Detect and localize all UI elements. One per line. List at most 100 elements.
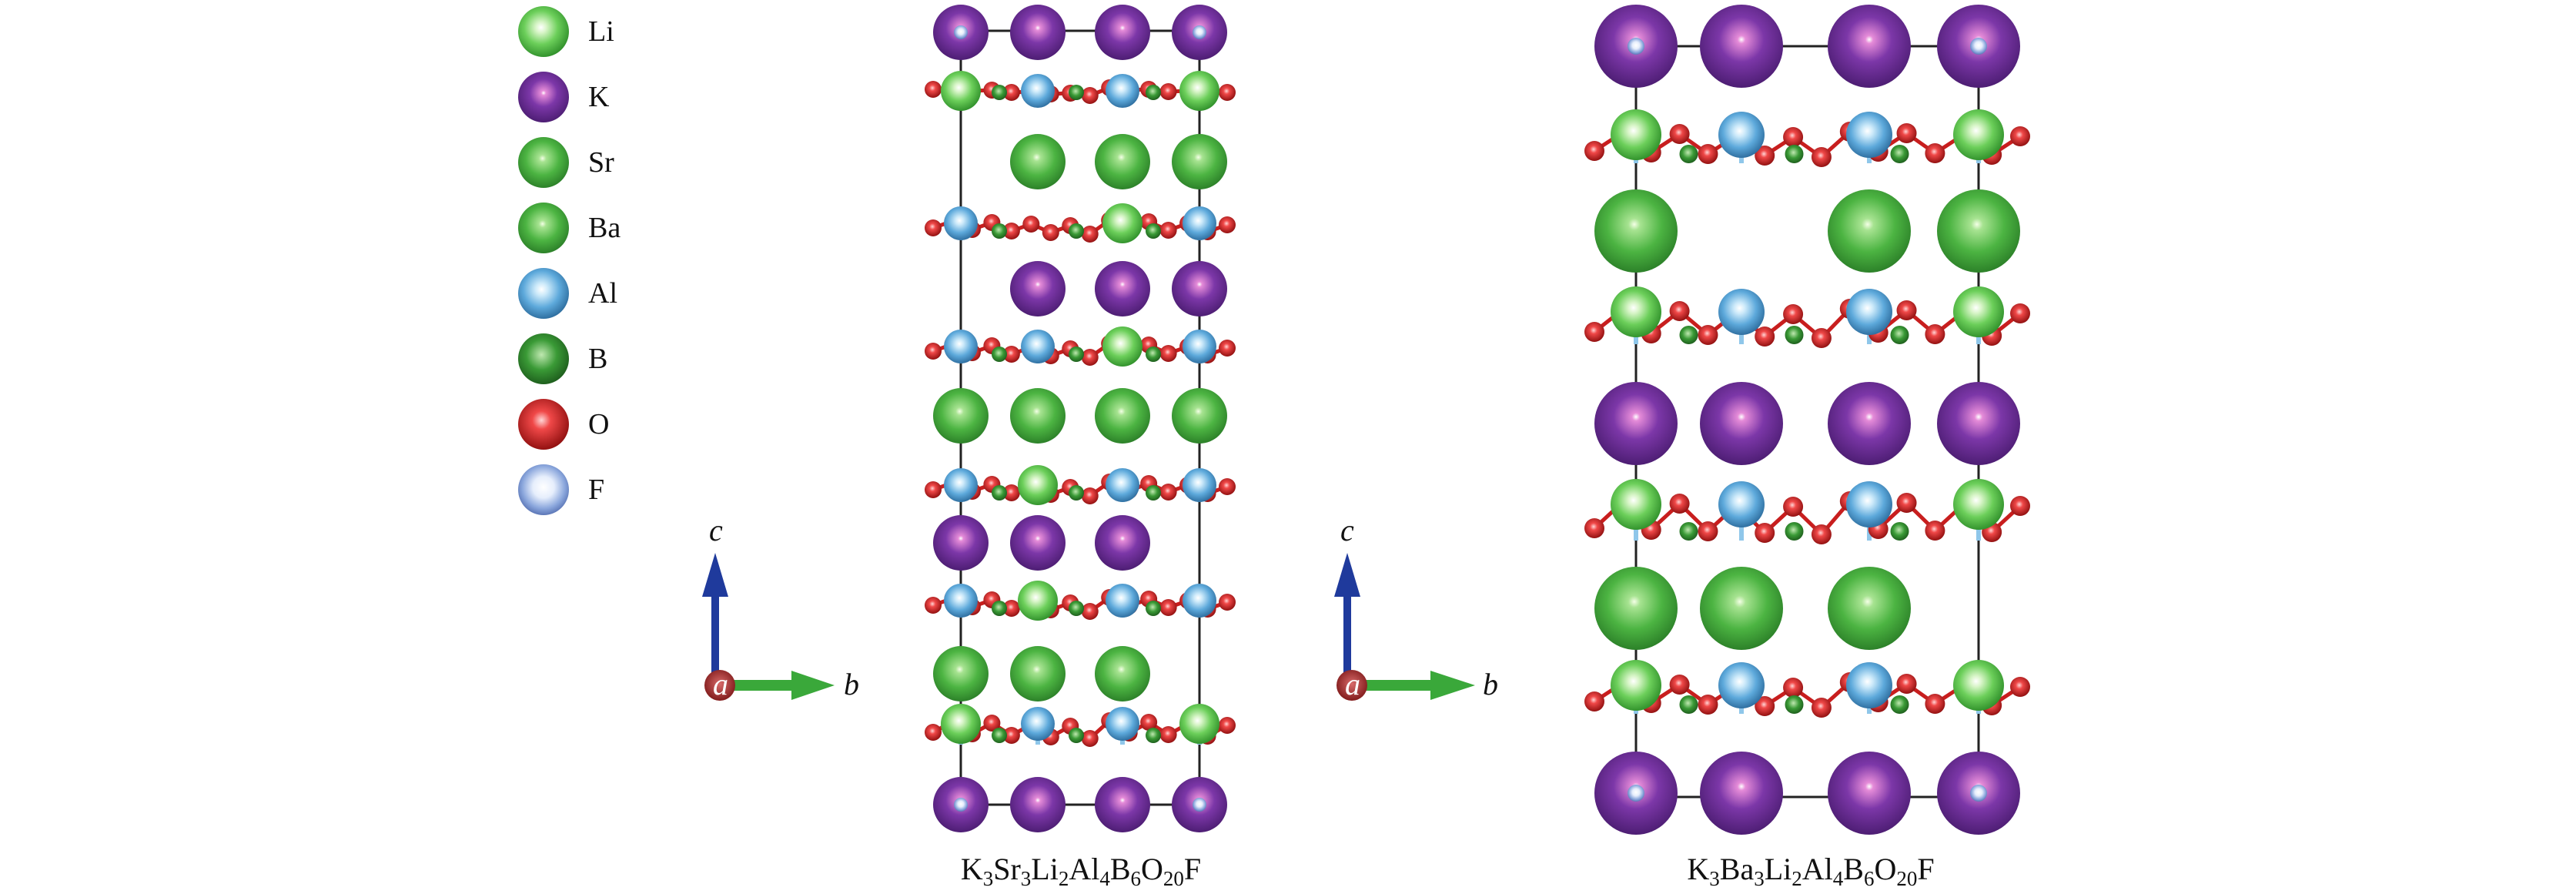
al-atom [1106,468,1139,502]
o-atom [1081,226,1099,243]
formula-subscript: 6 [1131,867,1142,890]
o-atom [1219,84,1236,101]
k-atom [1095,5,1150,60]
al-atom [1106,707,1139,741]
k-atom [1172,261,1227,316]
li-atom [1611,286,1661,337]
formula-element: O [1141,852,1163,886]
o-atom [1159,484,1177,501]
o-atom [1584,322,1604,342]
o-atom [1219,216,1236,233]
formula-subscript: 2 [1791,867,1802,890]
o-atom [1669,301,1690,321]
b-atom [1069,485,1084,501]
o-atom [1219,594,1236,611]
o-atom [925,481,942,498]
al-atom [944,468,978,502]
al-atom [1846,662,1892,708]
b-atom [1679,522,1698,541]
o-atom [1081,603,1099,620]
o-atom [983,715,1001,732]
axis-indicator-right: a c b [1334,513,1498,701]
unit-cell-outline [959,29,1201,806]
k-atom [1010,515,1066,571]
formula-element: Li [1765,852,1792,886]
o-atom [2010,126,2030,146]
o-atom [1783,497,1804,517]
legend-label: Ba [588,212,621,244]
b-atom [1069,728,1084,743]
o-atom [925,597,942,614]
o-atom [1584,518,1604,538]
li-atom [1018,465,1058,505]
o-atom [1669,675,1690,695]
o-atom [1896,493,1917,513]
li-atom [1953,479,2004,530]
unit-cell [959,29,1201,806]
o-atom [1896,300,1917,320]
f-atom [1193,25,1206,39]
al-atom [1846,112,1892,158]
f-atom [1970,38,1987,55]
formula-element: Ba [1720,852,1755,886]
o-atom [1783,127,1804,147]
formula-subscript: 4 [1833,867,1844,890]
o-atom [1159,726,1177,743]
axis-indicator-left: a c b [702,513,859,701]
legend-item-al: Al [518,268,617,319]
formula-subscript: 20 [1896,867,1917,890]
formula-element: O [1874,852,1896,886]
k-atom [1937,382,2020,465]
o-atom [1783,304,1804,324]
k-atom [1010,777,1066,832]
b-atom [1679,695,1698,714]
li-atom [1102,326,1142,367]
a-axis-label: a [1345,667,1360,701]
o-atom [925,81,942,98]
o-atom [1002,84,1020,101]
al-atom [1021,330,1055,363]
o-atom [1755,146,1775,166]
legend-item-ba: Ba [518,203,621,253]
o-atom [1783,678,1804,698]
legend-item-f: F [518,464,604,515]
li-atom [1018,581,1058,621]
k-atom [1700,382,1783,465]
al-atom [1183,206,1216,240]
b-atom [1785,522,1804,541]
o-atom [2010,677,2030,697]
o-atom [1140,714,1158,731]
o-atom [1081,487,1099,504]
o-atom [1002,600,1020,617]
k-atom [1010,5,1066,60]
al-atom [1718,112,1765,158]
atoms [925,5,1236,832]
b-atom [992,728,1007,743]
k-atom [1828,382,1911,465]
formula-element: Li [1031,852,1059,886]
sr-atom [1010,134,1066,189]
formula-element: Sr [993,852,1021,886]
structure-k3ba3: K3Ba3Li2Al4B6O20F [1584,5,2030,890]
o-atom [1811,524,1832,544]
b-atom [1069,347,1084,362]
o-atom [1698,521,1718,541]
legend-label: F [588,474,604,506]
al-atom [1183,584,1216,618]
o-atom [1584,141,1604,161]
b-atom [1890,145,1909,163]
sr-atom [933,388,989,444]
al-atom [1718,289,1765,335]
legend-label: Al [588,277,617,310]
f-atom [1628,38,1644,55]
al-atom [1846,481,1892,527]
o-atom [925,343,942,360]
b-atom [1146,85,1161,100]
li-atom [941,704,981,744]
legend-item-k: K [518,72,610,122]
k-atom [1095,261,1150,316]
li-atom [1611,479,1661,530]
o-atom [1811,147,1832,167]
formula-element: Al [1069,852,1099,886]
formula-element: Al [1802,852,1833,886]
